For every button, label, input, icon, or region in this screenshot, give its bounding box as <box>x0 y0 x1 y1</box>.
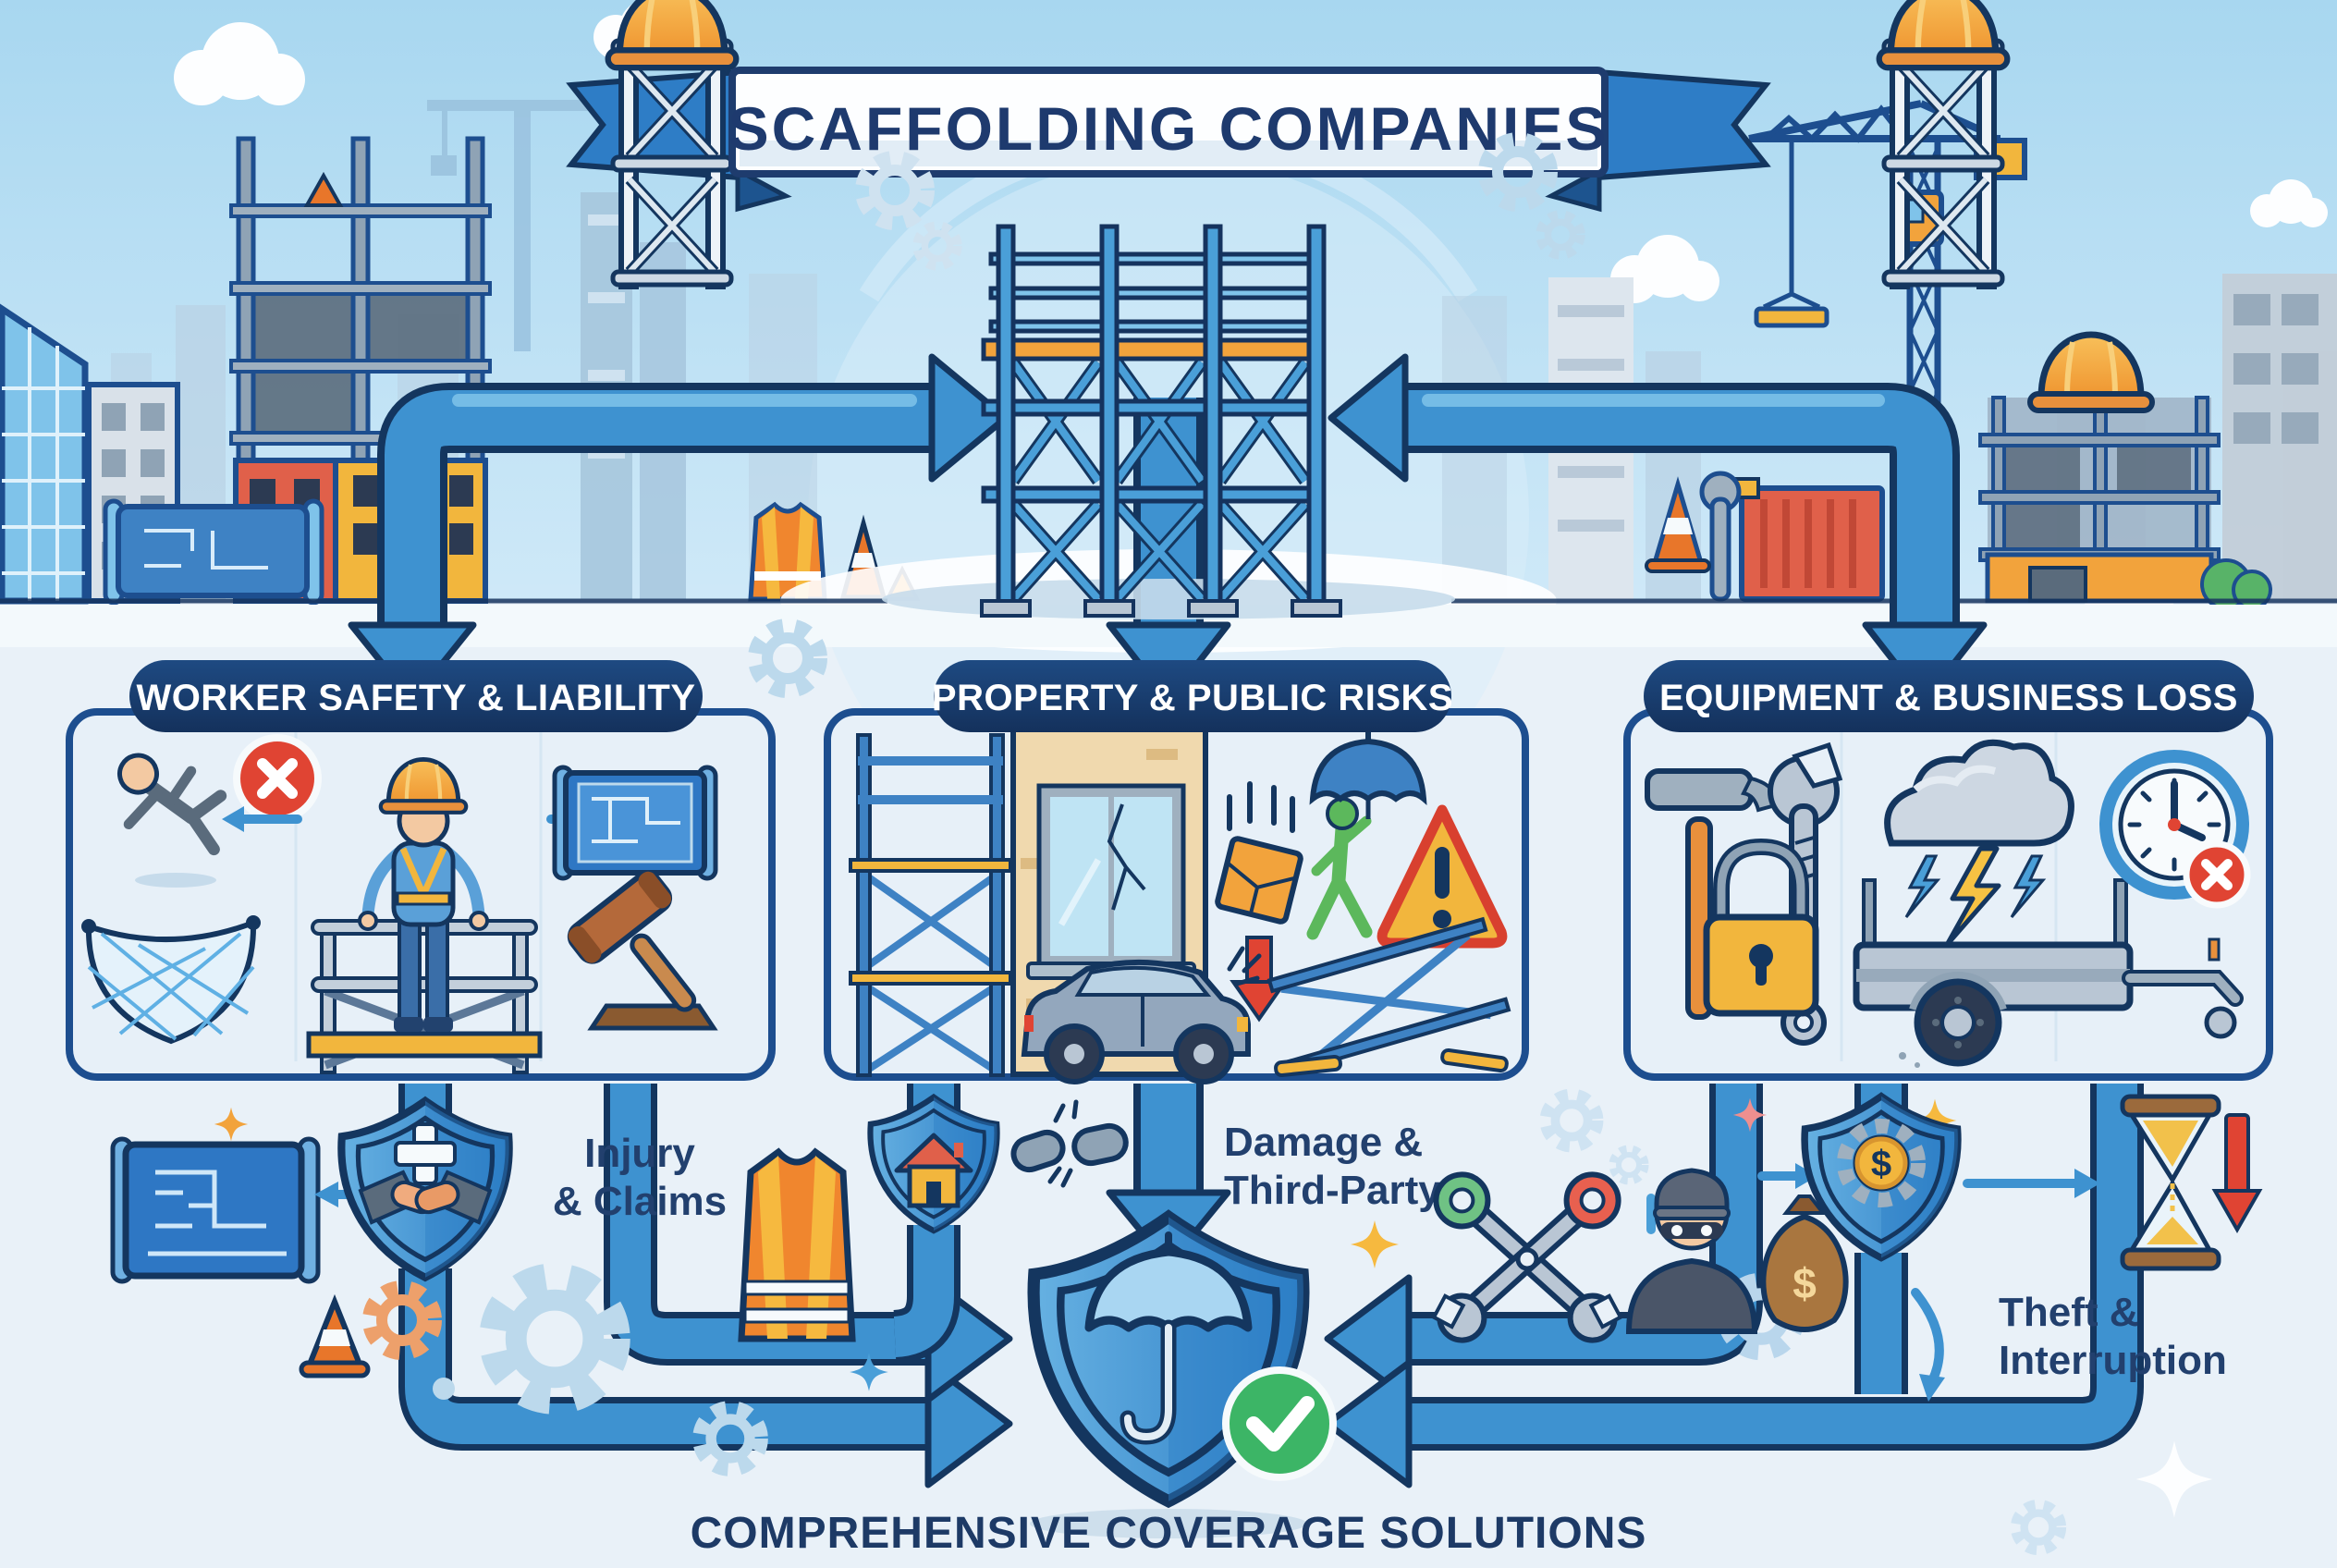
thief-money-bag-icon: $ <box>1625 1168 1849 1334</box>
skyline-mid <box>581 192 2337 599</box>
pill-worker-safety <box>129 660 703 732</box>
check-badge-icon <box>1222 1366 1337 1481</box>
right-scaffold-building <box>1978 335 2272 610</box>
house-shield-icon <box>870 1097 997 1231</box>
gavel-icon <box>567 870 718 1031</box>
central-scaffold-illustration <box>882 224 1455 619</box>
box-label: WORKER SAFETY & LIABILITY <box>136 678 695 718</box>
dollar-glyph: $ <box>1793 1259 1817 1307</box>
downtime-clock-icon <box>2099 750 2251 909</box>
damaged-car-icon <box>1021 946 1262 1084</box>
arrow-into-scaffold-right <box>1328 353 1409 483</box>
container-and-tools <box>1645 471 1885 602</box>
pedestrian-umbrella-icon <box>1306 726 1427 940</box>
title-banner: SCAFFOLDING COMPANIES <box>566 0 2007 287</box>
lightning-bolt-icon <box>1904 854 1941 918</box>
padlock-icon <box>1703 838 1819 1017</box>
impact-sparks <box>1227 946 1262 986</box>
dollar-glyph: $ <box>1871 1144 1891 1184</box>
flow-label-damage-third-party: Third-Party <box>1224 1168 1441 1213</box>
blueprint-icon <box>110 1136 321 1284</box>
pill-equipment-loss <box>1644 660 2254 732</box>
pill-property-public <box>934 660 1451 732</box>
ribbon-tail-right <box>1595 68 1771 181</box>
umbrella-icon <box>1084 1247 1253 1332</box>
box-label: PROPERTY & PUBLIC RISKS <box>932 678 1453 718</box>
dollar-gear-shield-icon: $ <box>1805 1096 1958 1258</box>
box-label-pills: WORKER SAFETY & LIABILITY PROPERTY & PUB… <box>129 660 2254 732</box>
equipment-trailer-icon <box>1853 878 2244 1068</box>
glass-building <box>0 303 89 605</box>
coverage-network: Injury & Claims Damage & Third-Party <box>110 141 2263 1550</box>
lightning-bolt-icon <box>2010 854 2047 918</box>
arrow-into-scaffold-left <box>928 353 1009 483</box>
traffic-cone-icon <box>299 1293 371 1378</box>
flow-label-damage-third-party: Damage & <box>1224 1120 1423 1165</box>
broken-link-icon <box>1010 1099 1129 1188</box>
gear-icon <box>1837 1119 1926 1207</box>
flow-label-theft-interruption: Interruption <box>1999 1338 2227 1383</box>
curved-arrow <box>1911 1288 1944 1386</box>
flow-label-injury-claims: & Claims <box>553 1179 727 1224</box>
flow-label-theft-interruption: Theft & <box>1999 1290 2139 1335</box>
collapsed-scaffold-icon <box>1266 916 1511 1078</box>
cracked-window-icon <box>1026 783 1196 980</box>
lightning-bolt-icon <box>1944 846 2001 948</box>
prohibited-x-icon <box>233 734 322 823</box>
money-bag-icon <box>1760 1213 1849 1332</box>
medical-handshake-shield-icon <box>341 1101 508 1278</box>
scaffold-plank <box>306 1031 543 1059</box>
safety-vest-icon <box>738 1147 856 1342</box>
loss-arrow-icon <box>2211 1113 2263 1234</box>
traffic-cone-icon <box>303 171 344 207</box>
safety-vest-icon <box>748 501 827 602</box>
safety-net-icon <box>81 915 261 1045</box>
blueprint-icon <box>103 498 324 606</box>
scaffold-posts <box>980 224 1342 618</box>
arrow-into-center-shield <box>1324 1274 1413 1403</box>
umbrella-shield-icon <box>1034 1217 1303 1501</box>
arrow-into-center-shield <box>924 1359 1013 1488</box>
harnessed-worker-icon <box>306 759 543 1074</box>
hammer-icon <box>1645 768 1781 1020</box>
crossed-wrenches-icon <box>1431 1171 1656 1343</box>
falling-worker-icon <box>116 753 227 888</box>
storm-cloud-icon <box>1884 739 2074 948</box>
flow-label-injury-claims: Injury <box>584 1131 695 1176</box>
scaffold-tower-icon <box>849 733 1012 1077</box>
footer-caption: COMPREHENSIVE COVERAGE SOLUTIONS <box>691 1509 1647 1558</box>
box-label: EQUIPMENT & BUSINESS LOSS <box>1659 678 2238 718</box>
hourglass-icon <box>2120 1094 2221 1271</box>
arrow-into-center-shield <box>1324 1359 1413 1488</box>
blueprint-icon <box>552 765 718 881</box>
page-title: SCAFFOLDING COMPANIES <box>728 94 1609 163</box>
scaffold-deck-plank <box>981 337 1327 361</box>
risk-boxes: WORKER SAFETY & LIABILITY PROPERTY & PUB… <box>66 660 2273 1084</box>
